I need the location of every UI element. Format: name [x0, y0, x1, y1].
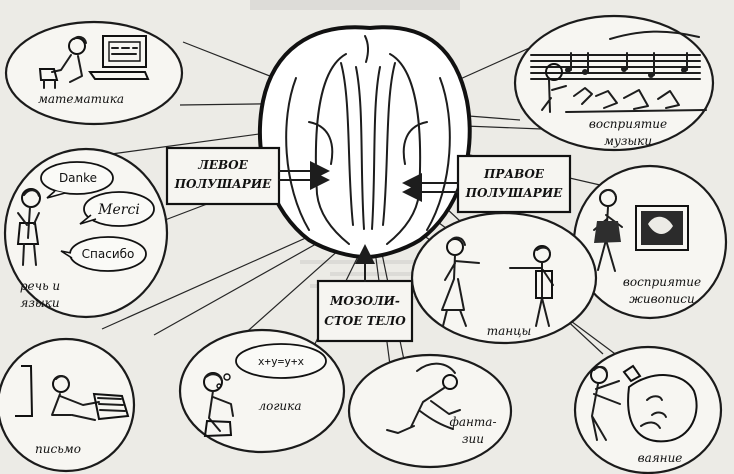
painting-label-line2: живописи	[629, 292, 694, 306]
right-hemisphere-label-line2: ПОЛУШАРИЕ	[465, 186, 563, 200]
writing-label: письмо	[35, 442, 81, 456]
corpus-callosum-label-line1: МОЗОЛИ-	[329, 294, 400, 308]
speech-languages-bubble: Danke Merci Спасибо речь и языки	[3, 147, 169, 319]
brain-illustration	[258, 25, 472, 260]
sculpture-label: ваяние	[638, 451, 683, 465]
fantasy-label-line1: фанта-	[449, 415, 496, 429]
fantasy-label-line2: зии	[462, 432, 484, 446]
logic-equation: x+y=y+x	[258, 355, 305, 368]
left-hemisphere-label-line1: ЛЕВОЕ	[197, 158, 248, 172]
math-label: математика	[38, 92, 124, 106]
math-bubble: математика	[4, 20, 184, 126]
music-label-line1: восприятие	[589, 117, 667, 131]
music-perception-bubble: восприятие музыки	[513, 14, 715, 152]
merci-text: Merci	[97, 202, 140, 218]
speech-label-line2: языки	[20, 296, 59, 310]
dance-bubble: танцы	[410, 211, 598, 345]
dance-label: танцы	[487, 324, 532, 338]
corpus-callosum-box: МОЗОЛИ- СТОЕ ТЕЛО	[316, 244, 414, 343]
music-label-line2: музыки	[604, 134, 652, 148]
logic-bubble: x+y=y+x логика	[178, 328, 346, 454]
left-hemisphere-label-line2: ПОЛУШАРИЕ	[174, 177, 272, 191]
sculpture-bubble: ваяние	[573, 345, 723, 474]
left-hemisphere-box: ЛЕВОЕ ПОЛУШАРИЕ	[165, 146, 330, 206]
corpus-callosum-label-line2: СТОЕ ТЕЛО	[324, 314, 406, 328]
right-hemisphere-box: ПРАВОЕ ПОЛУШАРИЕ	[402, 154, 572, 214]
danke-text: Danke	[59, 171, 97, 185]
fantasy-bubble: фанта- зии	[347, 353, 513, 469]
painting-perception-bubble: восприятие живописи	[572, 164, 728, 320]
writing-bubble: письмо	[0, 337, 136, 473]
speech-label-line1: речь и	[20, 279, 60, 293]
right-hemisphere-label-line1: ПРАВОЕ	[483, 167, 545, 181]
logic-label: логика	[259, 399, 302, 413]
spasibo-text: Спасибо	[82, 247, 135, 261]
painting-label-line1: восприятие	[623, 275, 701, 289]
